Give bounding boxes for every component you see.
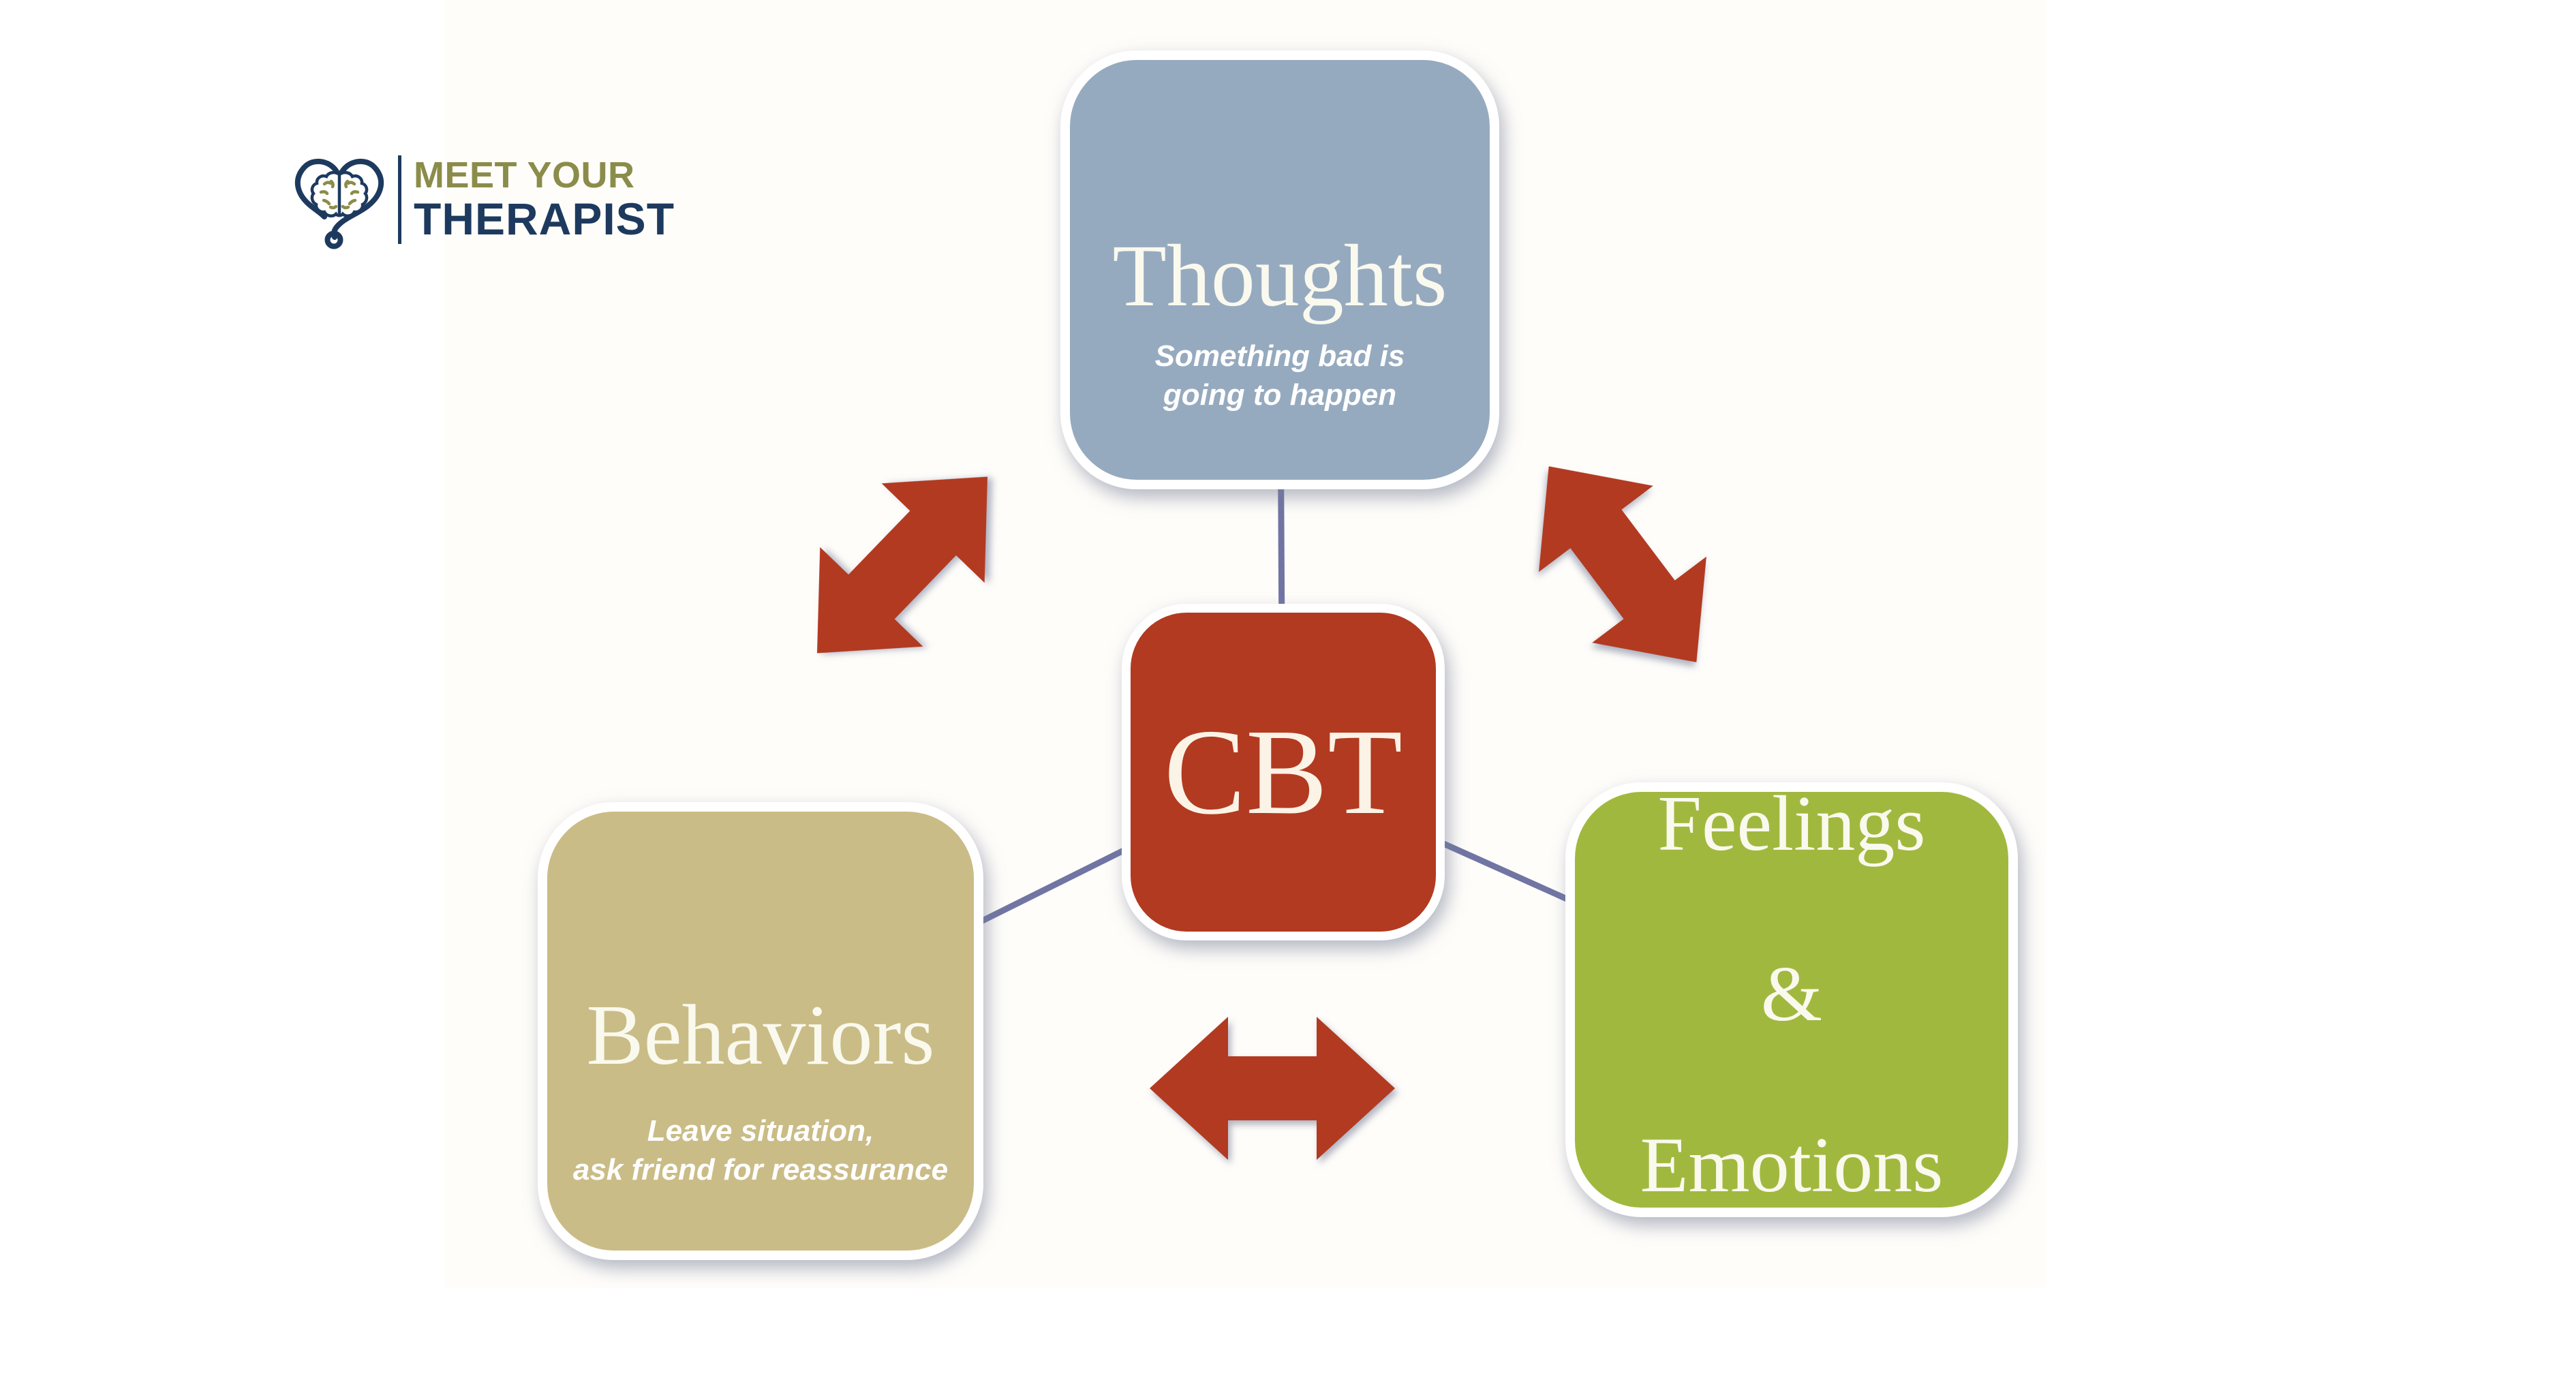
feelings-subtitle-line1: Anxious, scared, <box>1671 1304 1912 1338</box>
thoughts-subtitle: Something bad is going to happen <box>1155 337 1405 414</box>
thoughts-subtitle-line1: Something bad is <box>1154 339 1405 373</box>
brain-heart-stethoscope-icon <box>295 159 384 249</box>
logo-line2: THERAPIST <box>414 194 675 244</box>
behaviors-title: Behaviors <box>586 987 935 1083</box>
feelings-title-line3: Emotions <box>1640 1121 1944 1209</box>
double-arrow-behaviors-feelings-icon <box>1150 1017 1395 1160</box>
logo-line1: MEET YOUR <box>414 155 635 196</box>
feelings-title: Feelings & Emotions <box>1640 696 1944 1293</box>
double-arrow-thoughts-feelings-icon <box>1539 466 1706 662</box>
double-arrow-thoughts-behaviors-icon <box>816 476 988 654</box>
node-thoughts: Thoughts Something bad is going to happe… <box>1060 50 1499 489</box>
cbt-label: CBT <box>1163 704 1403 840</box>
feelings-title-line1: Feelings <box>1657 780 1926 868</box>
node-feelings-emotions: Feelings & Emotions Anxious, scared, inc… <box>1565 781 2018 1377</box>
feelings-title-line2: & <box>1760 951 1823 1039</box>
feelings-subtitle: Anxious, scared, increased heart rate <box>1649 1302 1934 1379</box>
node-cbt-center: CBT <box>1122 604 1445 940</box>
behaviors-subtitle: Leave situation, ask friend for reassura… <box>573 1111 948 1189</box>
behaviors-subtitle-line2: ask friend for reassurance <box>572 1153 949 1186</box>
logo-text: MEET YOUR THERAPIST <box>414 155 675 243</box>
thoughts-subtitle-line2: going to happen <box>1163 378 1397 412</box>
double-arrow-shape <box>1539 466 1706 662</box>
cbt-infographic: Thoughts Something bad is going to happe… <box>292 50 2018 1377</box>
thoughts-title: Thoughts <box>1112 226 1447 325</box>
behaviors-subtitle-line1: Leave situation, <box>647 1114 874 1148</box>
logo-divider <box>398 155 401 244</box>
double-arrow-shape <box>816 476 988 654</box>
brain-accent-dashes <box>319 179 360 210</box>
brand-logo: MEET YOUR THERAPIST <box>292 151 675 254</box>
feelings-subtitle-line2: increased heart rate <box>1649 1343 1935 1377</box>
node-behaviors: Behaviors Leave situation, ask friend fo… <box>538 802 983 1260</box>
double-arrow-shape <box>1150 1017 1395 1160</box>
